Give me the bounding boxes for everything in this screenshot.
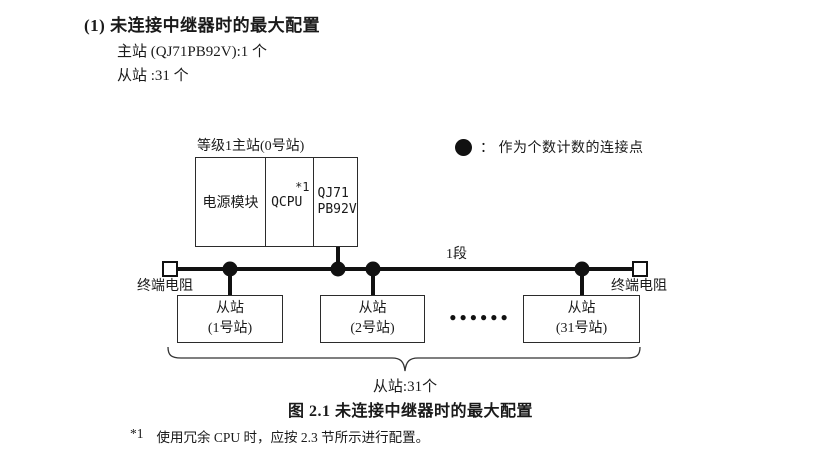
legend: ： 作为个数计数的连接点 (455, 137, 644, 157)
connection-point-icon (455, 138, 472, 156)
connection-point-dot (222, 261, 238, 277)
terminator-square-right (632, 261, 648, 277)
ellipsis-dots-icon: ●●●●●● (449, 310, 511, 324)
terminator-label-left: 终端电阻 (137, 279, 193, 294)
slave-station-box-1: 从站 (1号站) (177, 295, 283, 343)
master-station-box: 电源模块 *1 QCPU QJ71 PB92V (195, 157, 358, 247)
connection-point-dot (330, 261, 346, 277)
qj71pb92v-cell: QJ71 PB92V (312, 158, 357, 246)
footnote-text: 使用冗余 CPU 时，应按 2.3 节所示进行配置。 (156, 430, 430, 445)
footnote-ref-mark: *1 (295, 180, 310, 194)
slave-label: 从站 (567, 301, 596, 317)
slave-number: (2号站) (350, 321, 395, 336)
slave-label: 从站 (358, 301, 387, 317)
power-module-cell: 电源模块 (202, 196, 259, 211)
slave-number: (31号站) (555, 321, 608, 336)
qj71-label-line2: PB92V (317, 202, 357, 217)
connection-point-dot (365, 261, 381, 277)
slave-spec-text: 从站 :31 个 (117, 68, 189, 84)
qcpu-cell: *1 QCPU (265, 158, 312, 246)
connection-point-dot (574, 261, 590, 277)
master-station-label: 等级1主站(0号站) (197, 139, 305, 154)
section-heading: (1) 未连接中继器时的最大配置 (84, 16, 321, 35)
legend-label: ： 作为个数计数的连接点 (480, 141, 644, 156)
slave-number: (1号站) (207, 321, 253, 336)
figure-caption: 图 2.1 未连接中继器时的最大配置 (288, 403, 534, 420)
footnote-marker: *1 (130, 426, 144, 441)
master-spec-text: 主站 (QJ71PB92V):1 个 (117, 44, 268, 60)
qj71-label-line1: QJ71 (317, 185, 349, 201)
slave-label: 从站 (216, 301, 244, 317)
footnote: *1 使用冗余 CPU 时，应按 2.3 节所示进行配置。 (130, 426, 429, 446)
brace (167, 346, 641, 372)
qcpu-label: QCPU (271, 194, 303, 210)
slave-station-box-2: 从站 (2号站) (320, 295, 425, 343)
slave-station-box-31: 从站 (31号站) (523, 295, 640, 343)
terminator-square-left (162, 261, 178, 277)
terminator-label-right: 终端电阻 (611, 279, 667, 294)
segment-label: 1段 (446, 247, 467, 262)
slave-count-label: 从站:31个 (372, 379, 438, 395)
